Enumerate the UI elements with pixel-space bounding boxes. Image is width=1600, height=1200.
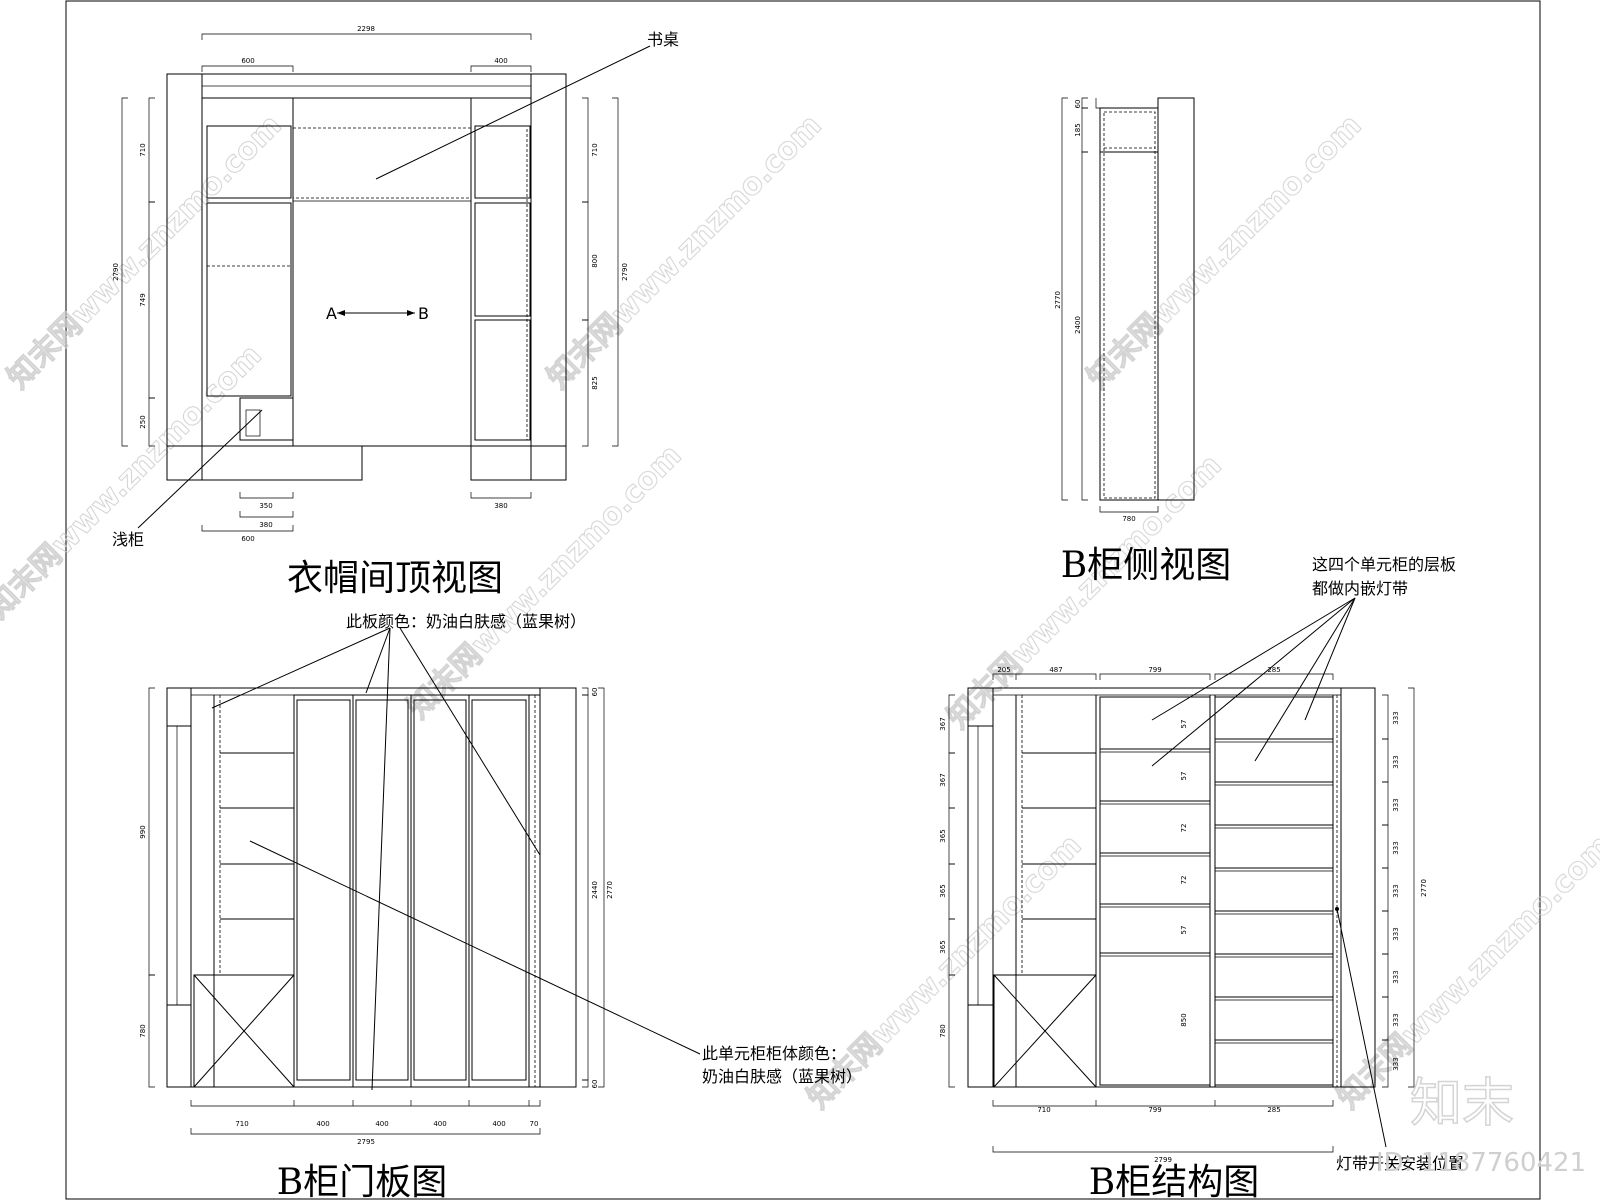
led-note-label-1: 这四个单元柜的层板 xyxy=(1312,555,1456,574)
dim-label: 2770 xyxy=(606,881,614,899)
dim-label: 333 xyxy=(1392,711,1400,724)
dim-label: 2400 xyxy=(1074,316,1082,334)
id-watermark: ID: 1187760421 xyxy=(1376,1148,1586,1178)
dim-label: 600 xyxy=(241,57,254,65)
dim-label: 400 xyxy=(492,1120,505,1128)
watermark-text: 知末网www.znzmo.com xyxy=(1081,108,1369,396)
dim-label: 57 xyxy=(1180,720,1188,729)
dim-label: 400 xyxy=(375,1120,388,1128)
top-view-drawing xyxy=(121,33,651,532)
dim-label: 60 xyxy=(1074,100,1082,109)
dim-label: 400 xyxy=(316,1120,329,1128)
arrow-b-label: B xyxy=(418,304,429,323)
dim-label: 799 xyxy=(1148,666,1161,674)
dim-label: 380 xyxy=(259,521,272,529)
b-structure-title: B柜结构图 xyxy=(1089,1162,1259,1200)
b-door-panel-title: B柜门板图 xyxy=(277,1162,447,1200)
shallow-cabinet-label: 浅柜 xyxy=(112,530,144,549)
dim-label: 333 xyxy=(1392,970,1400,983)
dim-label: 400 xyxy=(433,1120,446,1128)
dim-label: 60 xyxy=(591,1080,599,1089)
dim-label: 70 xyxy=(530,1120,539,1128)
watermark-text: 知末网www.znzmo.com xyxy=(1331,828,1600,1116)
dim-label: 333 xyxy=(1392,841,1400,854)
dim-label: 400 xyxy=(494,57,507,65)
watermark-text: 知末网www.znzmo.com xyxy=(541,108,829,396)
dim-label: 365 xyxy=(939,884,947,897)
dim-label: 710 xyxy=(235,1120,248,1128)
dim-label: 800 xyxy=(591,254,599,267)
dim-label: 60 xyxy=(591,688,599,697)
panel-color-label: 此板颜色：奶油白肤感（蓝果树） xyxy=(346,612,586,631)
led-note-label-2: 都做内嵌灯带 xyxy=(1312,579,1408,598)
led-switch-label: 灯带开关安装位置 xyxy=(1336,1154,1464,1173)
watermark-text: 知末网www.znzmo.com xyxy=(0,338,269,626)
watermark-layer: 知末网www.znzmo.com 知末网www.znzmo.com 知末网www… xyxy=(0,107,1600,1116)
dim-label: 780 xyxy=(939,1024,947,1037)
dim-label: 333 xyxy=(1392,927,1400,940)
dim-label: 710 xyxy=(139,143,147,156)
dim-label: 72 xyxy=(1180,876,1188,885)
desk-label: 书桌 xyxy=(647,30,679,49)
dim-label: 487 xyxy=(1049,666,1062,674)
dim-label: 367 xyxy=(939,717,947,730)
unit-color-label-2: 奶油白肤感（蓝果树） xyxy=(702,1067,862,1086)
dim-label: 2795 xyxy=(357,1138,375,1146)
dim-label: 285 xyxy=(1267,1106,1280,1114)
dim-label: 850 xyxy=(1180,1013,1188,1026)
dim-label: 72 xyxy=(1180,824,1188,833)
dim-label: 749 xyxy=(139,293,147,306)
dim-label: 333 xyxy=(1392,1057,1400,1070)
dim-label: 365 xyxy=(939,940,947,953)
dim-label: 600 xyxy=(241,535,254,543)
dim-label: 710 xyxy=(591,143,599,156)
b-side-view-title: B柜侧视图 xyxy=(1061,545,1231,586)
brand-watermark: 知末 xyxy=(1410,1074,1514,1134)
dim-label: 205 xyxy=(997,666,1010,674)
dim-label: 2790 xyxy=(621,263,629,281)
dim-label: 825 xyxy=(591,376,599,389)
watermark-text: 知末网www.znzmo.com xyxy=(941,448,1229,736)
dim-label: 2298 xyxy=(357,25,375,33)
dim-label: 367 xyxy=(939,773,947,786)
dim-label: 57 xyxy=(1180,772,1188,781)
dim-label: 250 xyxy=(139,415,147,428)
dim-label: 365 xyxy=(939,829,947,842)
arrow-a-label: A xyxy=(326,304,337,323)
dim-label: 350 xyxy=(259,502,272,510)
dim-label: 333 xyxy=(1392,884,1400,897)
dim-label: 799 xyxy=(1148,1106,1161,1114)
dim-label: 333 xyxy=(1392,755,1400,768)
dim-label: 333 xyxy=(1392,1013,1400,1026)
dim-label: 185 xyxy=(1074,123,1082,136)
dim-label: 710 xyxy=(1037,1106,1050,1114)
dim-label: 333 xyxy=(1392,798,1400,811)
dim-label: 780 xyxy=(1122,515,1135,523)
sheet-border xyxy=(65,0,1541,1200)
unit-color-label-1: 此单元柜柜体颜色： xyxy=(702,1044,846,1063)
dim-label: 57 xyxy=(1180,926,1188,935)
top-view-title: 衣帽间顶视图 xyxy=(287,558,503,599)
dim-label: 2770 xyxy=(1420,879,1428,897)
dim-label: 780 xyxy=(139,1024,147,1037)
dim-label: 285 xyxy=(1267,666,1280,674)
dim-label: 2799 xyxy=(1154,1156,1172,1164)
dim-label: 2770 xyxy=(1054,291,1062,309)
b-door-panel-drawing xyxy=(148,627,701,1135)
dim-label: 990 xyxy=(139,825,147,838)
dim-label: 2790 xyxy=(112,263,120,281)
dim-label: 380 xyxy=(494,502,507,510)
b-structure-drawing xyxy=(948,597,1415,1153)
b-side-view-drawing xyxy=(1061,97,1195,513)
dim-label: 2440 xyxy=(591,881,599,899)
